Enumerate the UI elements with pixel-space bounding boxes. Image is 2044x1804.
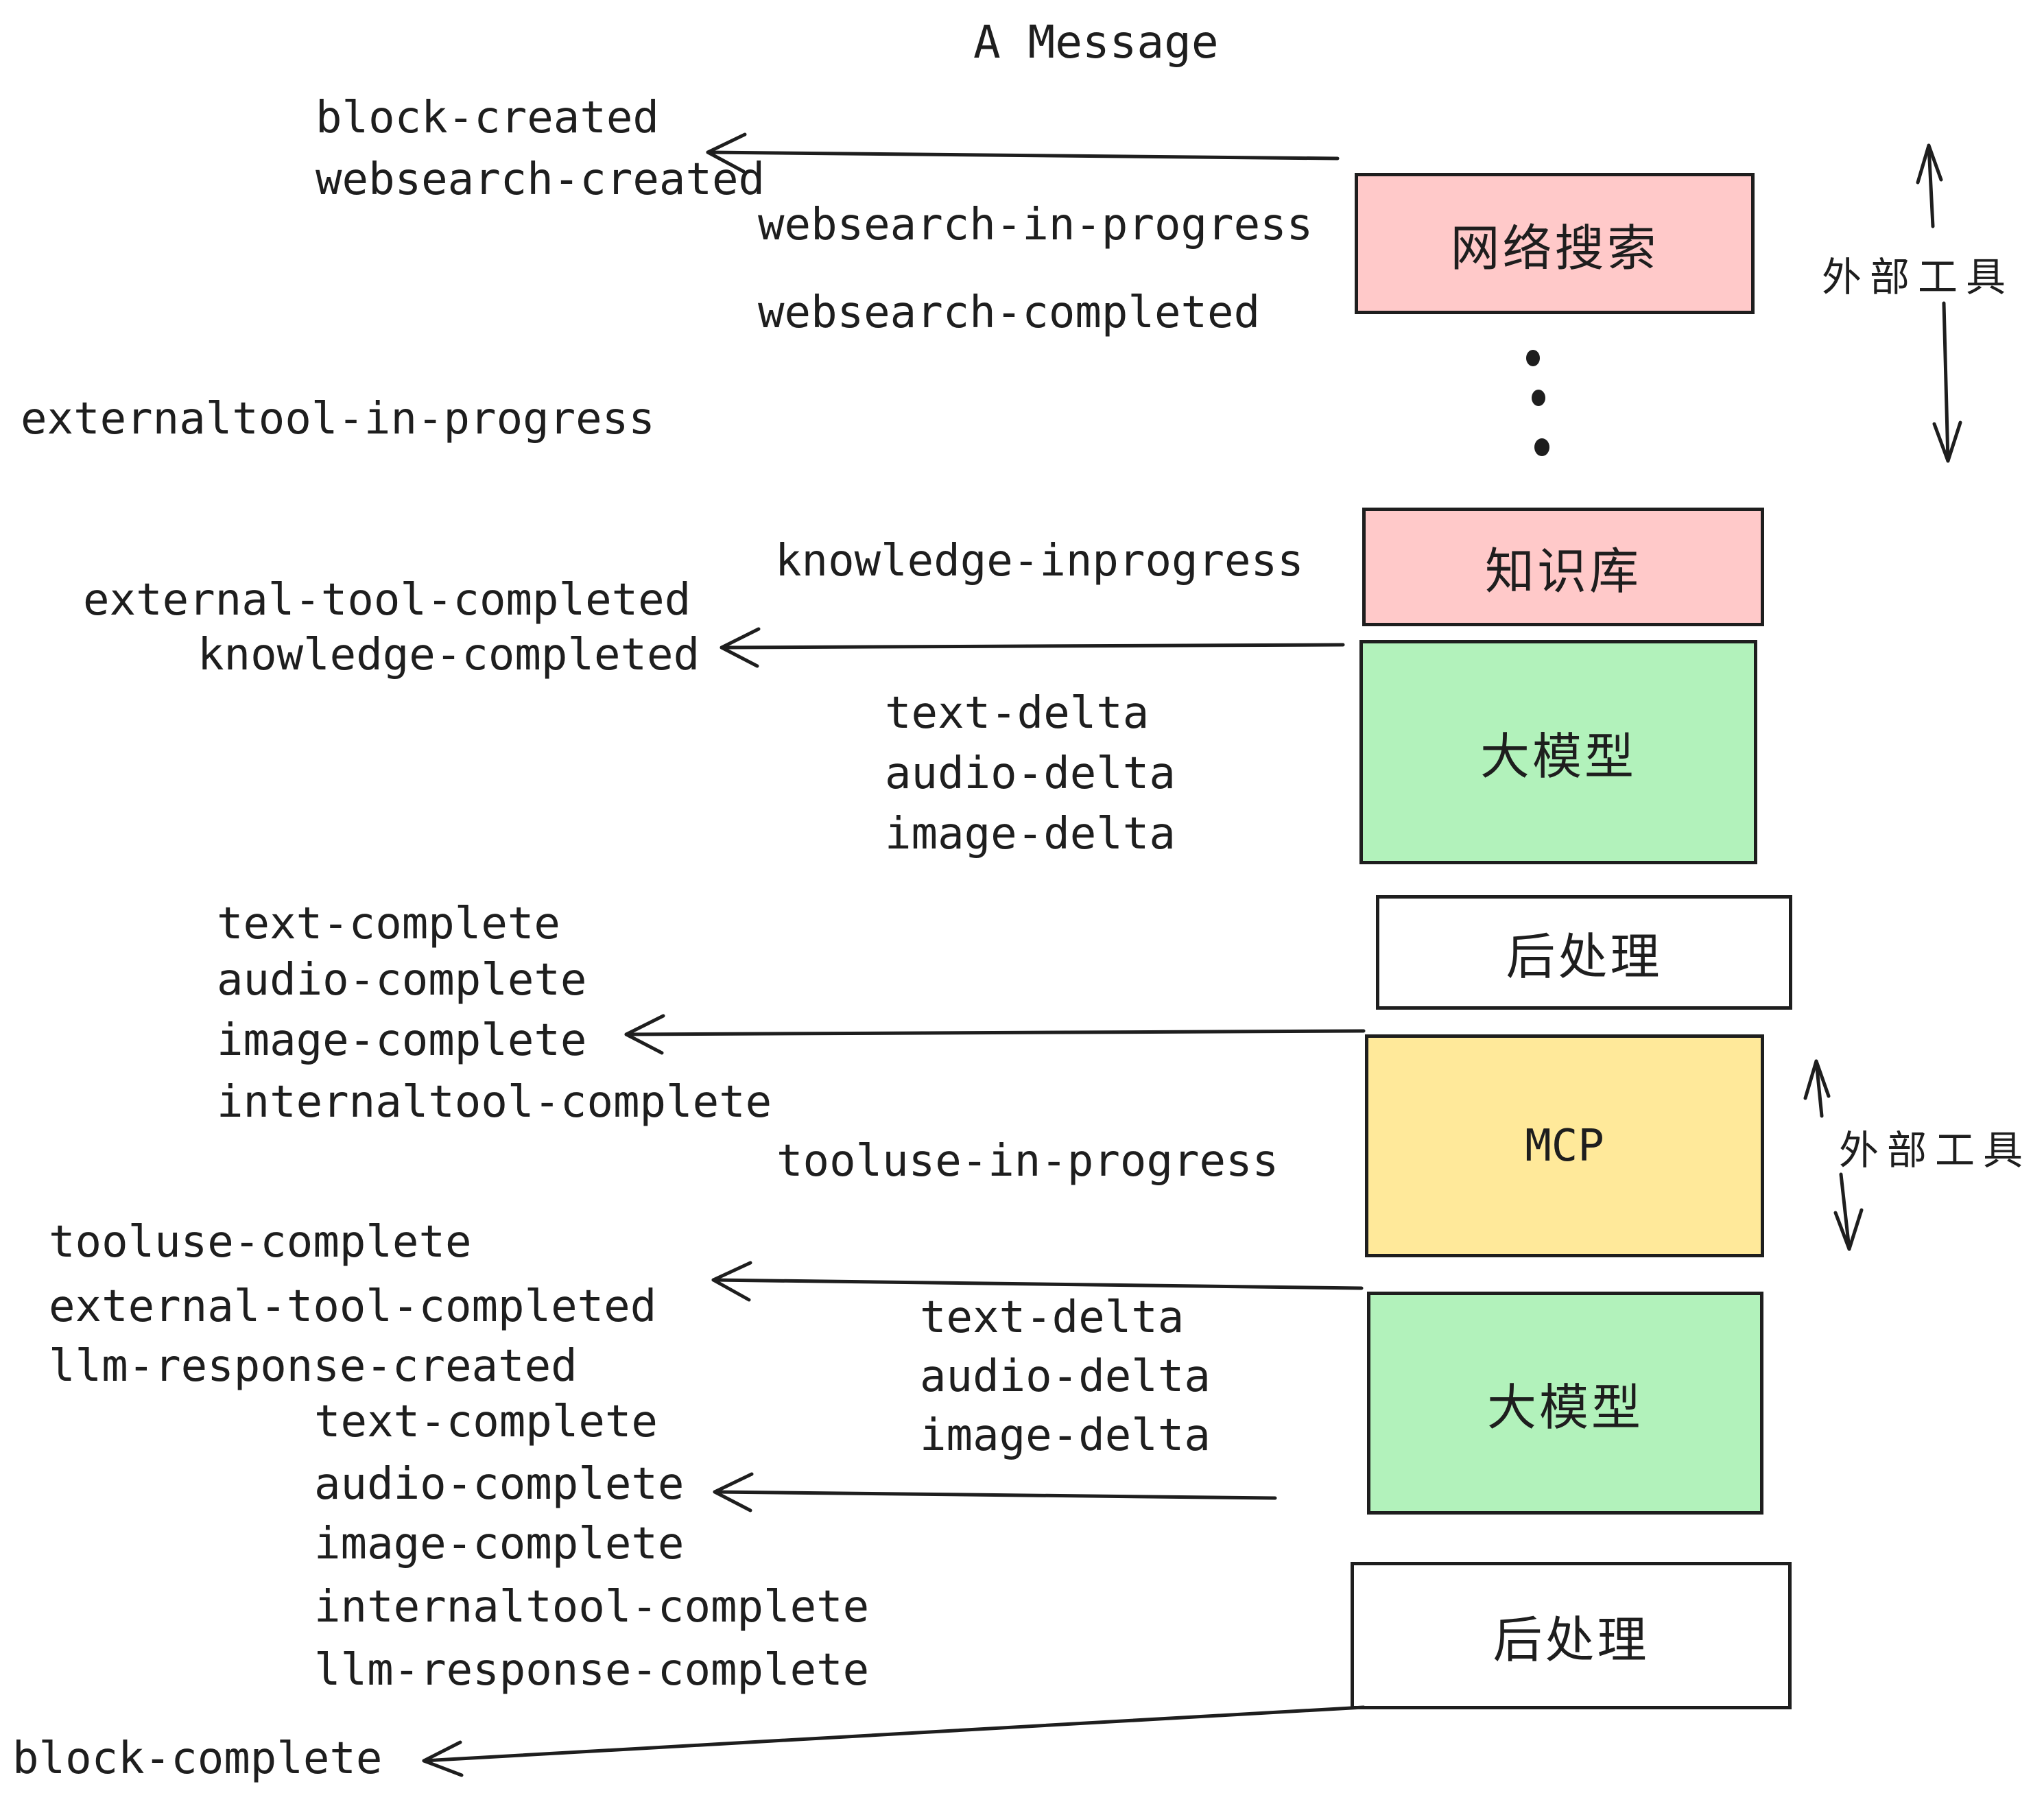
postprocess-box-1: 后处理 (1376, 895, 1792, 1010)
arrow-to-audio-complete (713, 1472, 1277, 1512)
postprocess-box-2-label: 后处理 (1493, 1611, 1650, 1669)
event-label-external-tool-completed: external-tool-completed (83, 575, 691, 626)
knowledge-box-label: 知识库 (1484, 543, 1641, 600)
llm-box-1: 大模型 (1359, 640, 1757, 864)
event-label-image-complete: image-complete (217, 1015, 587, 1066)
external-tools-up-arrow-top (1916, 143, 1943, 228)
llm-box-2: 大模型 (1367, 1292, 1763, 1515)
event-label-internaltool-complete: internaltool-complete (217, 1077, 772, 1128)
external-tools-note-bottom: 外部工具 (1839, 1127, 2032, 1174)
arrow-to-websearch-created (706, 132, 1340, 174)
event-label-knowledge-inprogress: knowledge-inprogress (775, 536, 1304, 586)
knowledge-box: 知识库 (1362, 508, 1764, 626)
event-label-internaltool-complete-2: internaltool-complete (314, 1582, 870, 1633)
event-label-block-created: block-created (316, 93, 659, 143)
arrow-to-block-complete (422, 1705, 1366, 1777)
event-label-text-delta-2: text-delta (920, 1292, 1185, 1343)
event-label-tooluse-complete: tooluse-complete (49, 1217, 472, 1268)
event-label-text-complete-2: text-complete (314, 1397, 658, 1447)
event-label-external-tool-completed-2: external-tool-completed (49, 1281, 657, 1332)
event-label-audio-complete: audio-complete (217, 955, 587, 1006)
websearch-box: 网络搜索 (1355, 173, 1755, 314)
external-tools-down-arrow-bottom (1833, 1172, 1864, 1251)
external-tools-down-arrow-top (1932, 301, 1962, 463)
event-label-block-complete: block-complete (12, 1733, 383, 1784)
event-label-image-delta-2: image-delta (920, 1410, 1211, 1461)
arrow-to-image-complete (624, 1014, 1366, 1055)
event-label-image-complete-2: image-complete (314, 1519, 685, 1569)
event-label-image-delta: image-delta (885, 809, 1176, 859)
external-tools-up-arrow-bottom (1803, 1059, 1831, 1118)
ellipsis-dots (1526, 350, 1549, 456)
event-label-text-complete: text-complete (217, 899, 560, 949)
event-label-externaltool-in-progress: externaltool-in-progress (21, 394, 655, 444)
mcp-box: MCP (1365, 1034, 1764, 1257)
event-label-websearch-in-progress: websearch-in-progress (758, 200, 1314, 250)
diagram-title: A Message (973, 16, 1219, 69)
llm-box-2-label: 大模型 (1486, 1379, 1643, 1436)
event-label-llm-response-created: llm-response-created (49, 1341, 578, 1392)
event-label-tooluse-in-progress: tooluse-in-progress (776, 1136, 1279, 1187)
event-label-audio-delta: audio-delta (885, 748, 1176, 799)
event-label-audio-complete-2: audio-complete (314, 1459, 685, 1510)
event-label-websearch-created: websearch-created (316, 154, 765, 205)
external-tools-note-top: 外部工具 (1822, 254, 2015, 300)
postprocess-box-2: 后处理 (1351, 1562, 1792, 1709)
event-label-llm-response-complete: llm-response-complete (314, 1645, 870, 1696)
llm-box-1-label: 大模型 (1479, 728, 1637, 785)
arrow-to-knowledge-completed (720, 627, 1345, 668)
websearch-box-label: 网络搜索 (1450, 219, 1659, 277)
postprocess-box-1-label: 后处理 (1506, 928, 1663, 986)
mcp-box-label: MCP (1525, 1120, 1604, 1172)
event-label-knowledge-completed: knowledge-completed (198, 630, 700, 680)
event-label-text-delta: text-delta (885, 688, 1150, 739)
event-label-websearch-completed: websearch-completed (758, 287, 1261, 338)
event-label-audio-delta-2: audio-delta (920, 1351, 1211, 1402)
